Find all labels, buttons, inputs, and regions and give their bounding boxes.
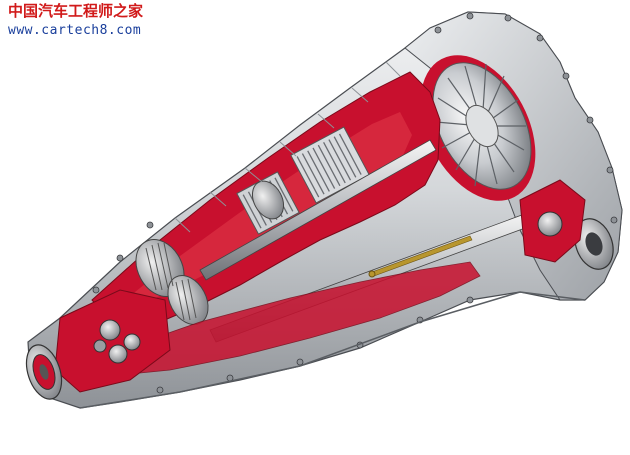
helical-gears bbox=[135, 180, 285, 325]
section-cut-lower bbox=[119, 261, 481, 375]
housing-lower-edge bbox=[79, 291, 586, 409]
output-flange bbox=[25, 344, 63, 400]
main-shaft bbox=[199, 139, 437, 281]
torque-converter bbox=[420, 55, 536, 201]
site-watermark: 中国汽车工程师之家 www.cartech8.com bbox=[8, 2, 144, 38]
watermark-url: www.cartech8.com bbox=[8, 23, 142, 38]
watermark-site-name: 中国汽车工程师之家 bbox=[8, 2, 144, 20]
front-output-flange bbox=[574, 218, 614, 270]
housing-ribs bbox=[174, 61, 401, 233]
transfer-case bbox=[54, 289, 171, 393]
